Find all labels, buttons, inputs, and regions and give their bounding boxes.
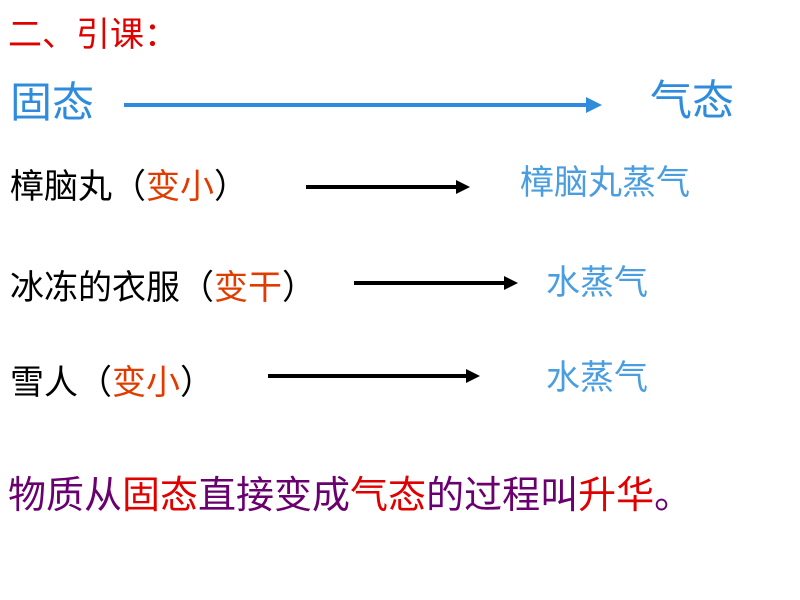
row-result: 水蒸气 — [546, 263, 648, 303]
summary-highlight-solid: 固态 — [122, 473, 199, 517]
row-change: 变干 — [214, 268, 282, 308]
row-frozen-clothes: 冰冻的衣服（变干） — [10, 271, 316, 305]
summary-highlight-sublimation: 升华 — [578, 473, 655, 517]
black-arrow-2 — [354, 276, 518, 290]
paren-open: （ — [112, 167, 146, 207]
summary-part: 物质从 — [8, 473, 123, 517]
row-change: 变小 — [146, 167, 214, 207]
row-subject: 雪人 — [10, 363, 78, 403]
row-result: 樟脑丸蒸气 — [520, 163, 690, 203]
row-snowman: 雪人（变小） — [10, 366, 214, 400]
paren-open: （ — [180, 268, 214, 308]
row-change: 变小 — [112, 363, 180, 403]
row-result: 水蒸气 — [546, 358, 648, 398]
solid-state-label: 固态 — [10, 78, 95, 127]
paren-close: ） — [214, 167, 248, 207]
summary-part: 的过程叫 — [426, 473, 579, 517]
blue-arrow — [124, 97, 602, 113]
row-camphor: 樟脑丸（变小） — [10, 170, 248, 204]
section-heading: 二、引课： — [8, 15, 178, 55]
summary-part: 直接变成 — [198, 473, 351, 517]
gas-state-label: 气态 — [650, 76, 735, 125]
summary-highlight-gas: 气态 — [350, 473, 427, 517]
paren-open: （ — [78, 363, 112, 403]
row-subject: 樟脑丸 — [10, 167, 112, 207]
row-subject: 冰冻的衣服 — [10, 268, 180, 308]
definition-sentence: 物质从固态直接变成气态的过程叫升华。 — [8, 476, 692, 514]
paren-close: ） — [282, 268, 316, 308]
paren-close: ） — [180, 363, 214, 403]
black-arrow-1 — [306, 180, 470, 194]
black-arrow-3 — [268, 369, 480, 383]
summary-part: 。 — [654, 473, 693, 517]
